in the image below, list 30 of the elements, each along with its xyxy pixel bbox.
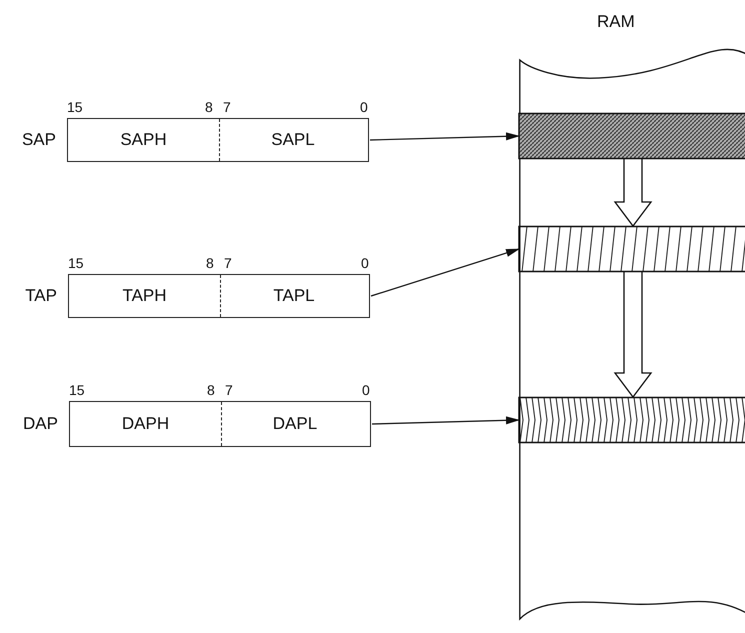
arrow — [370, 132, 520, 141]
memory-block — [519, 397, 745, 443]
bit-number: 8 — [205, 99, 213, 115]
register-name: SAP — [22, 130, 56, 150]
register-field-label: SAPH — [120, 130, 167, 150]
arrow — [370, 248, 520, 297]
register-field-label: DAPH — [122, 414, 170, 434]
block-arrow — [614, 271, 652, 398]
bit-number: 8 — [207, 382, 215, 398]
bit-number: 0 — [360, 99, 368, 115]
register-field-label: DAPL — [272, 414, 318, 434]
register-name: TAP — [25, 286, 57, 306]
memory-block — [519, 113, 745, 159]
bit-number: 0 — [361, 255, 369, 271]
register-name: DAP — [23, 414, 58, 434]
bit-number: 8 — [206, 255, 214, 271]
bit-number: 15 — [68, 255, 84, 271]
bit-number: 7 — [223, 99, 231, 115]
bit-number: 15 — [69, 382, 85, 398]
column-heading: RAM — [597, 12, 635, 32]
bit-number: 15 — [67, 99, 83, 115]
bit-number: 7 — [225, 382, 233, 398]
memory-block — [519, 226, 745, 272]
register-field-label: SAPL — [271, 130, 315, 150]
register-field-label: TAPL — [273, 286, 315, 306]
bit-number: 7 — [224, 255, 232, 271]
bit-number: 0 — [362, 382, 370, 398]
register-field-label: TAPH — [122, 286, 167, 306]
arrow — [372, 416, 520, 425]
block-arrow — [614, 158, 652, 228]
